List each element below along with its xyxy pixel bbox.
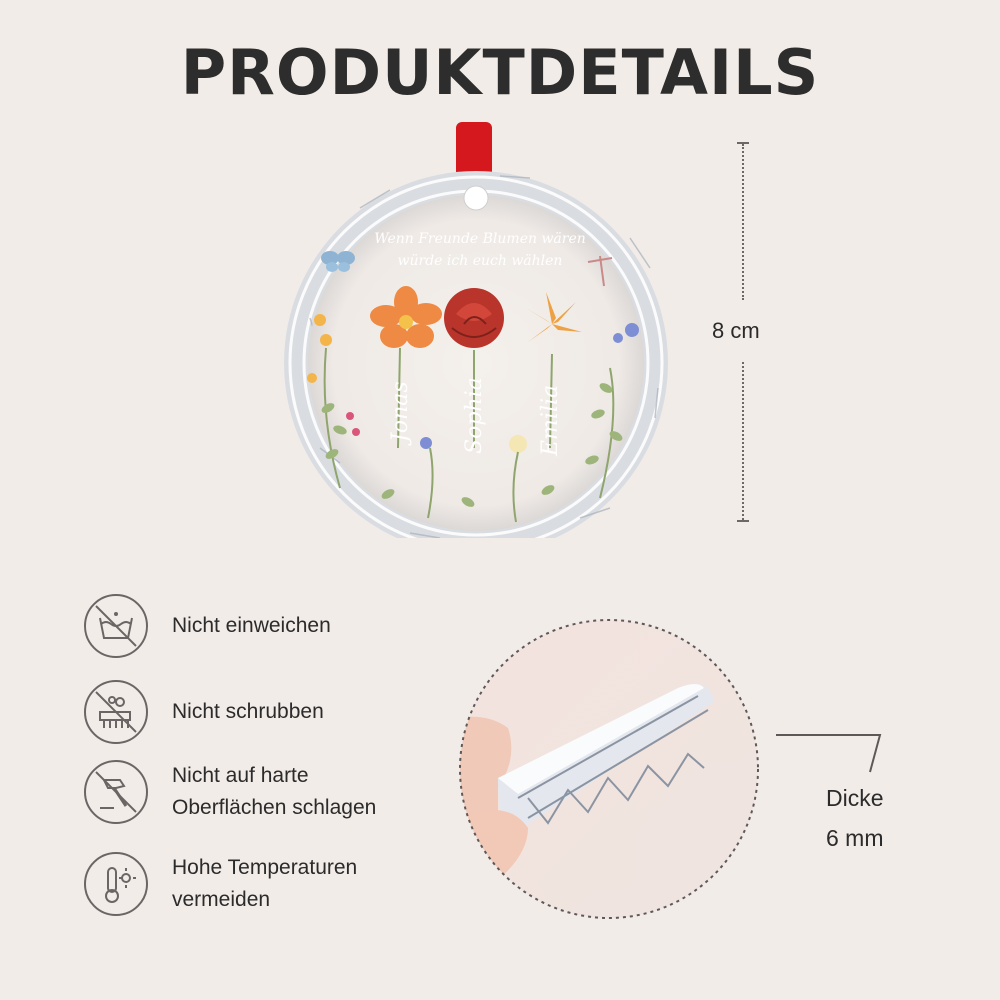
care-item-no-hammer: Nicht auf harte Oberflächen schlagen — [84, 760, 376, 824]
ornament-verse: Wenn Freunde Blumen wären würde ich euch… — [340, 228, 620, 272]
no-scrub-icon — [84, 680, 148, 744]
dimension-line-bottom — [742, 362, 744, 520]
no-hammer-icon — [84, 760, 148, 824]
thickness-pointer — [776, 734, 882, 773]
dimension-cap-bottom — [737, 520, 749, 522]
thickness-value: 6 mm — [826, 825, 884, 851]
verse-line-1: Wenn Freunde Blumen wären — [374, 231, 586, 247]
no-heat-icon — [84, 852, 148, 916]
care-label-line: Hohe Temperaturen — [172, 856, 358, 879]
page-title: PRODUKTDETAILS — [180, 36, 820, 109]
care-item-no-heat: Hohe Temperaturen vermeiden — [84, 852, 357, 916]
thickness-photo — [459, 619, 759, 919]
care-label: Nicht schrubben — [172, 700, 324, 723]
dimension-cap-top — [737, 142, 749, 144]
care-label-line: Oberflächen schlagen — [172, 796, 377, 819]
care-item-no-soak: Nicht einweichen — [84, 594, 331, 658]
diameter-label: 8 cm — [712, 318, 760, 343]
ornament-image — [284, 122, 668, 538]
care-item-no-scrub: Nicht schrubben — [84, 680, 324, 744]
thickness-label: Dicke 6 mm — [826, 778, 884, 858]
ornament-name: Emilia — [538, 384, 563, 456]
ornament-name: Sophia — [462, 377, 487, 454]
care-label-multiline: Nicht auf harte Oberflächen schlagen — [172, 760, 376, 824]
care-label: Nicht einweichen — [172, 614, 331, 637]
care-label-multiline: Hohe Temperaturen vermeiden — [172, 852, 357, 916]
dimension-line-top — [742, 144, 744, 300]
verse-line-2: würde ich euch wählen — [397, 253, 563, 269]
ornament-name: Jonas — [388, 381, 413, 442]
no-soak-icon — [84, 594, 148, 658]
care-label-line: vermeiden — [172, 888, 271, 911]
thickness-title: Dicke — [826, 785, 884, 811]
care-label-line: Nicht auf harte — [172, 764, 309, 787]
